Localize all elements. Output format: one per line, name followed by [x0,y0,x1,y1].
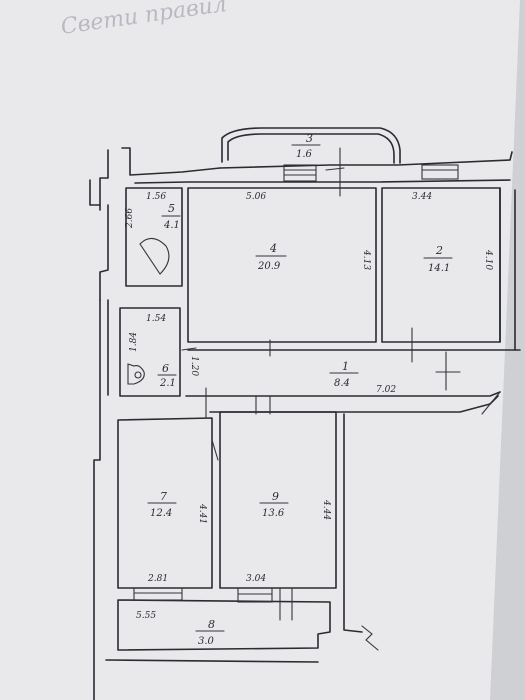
dim-room5-width: 1.56 [146,192,166,202]
room-3-area: 1.6 [296,149,313,160]
room-9-number: 9 [272,490,279,503]
room-6-number: 6 [162,362,169,375]
toilet-icon [127,363,145,385]
dim-room9-width: 3.04 [246,574,266,584]
dim-room2-height: 4.10 [483,249,493,270]
room-2-number: 2 [435,244,443,257]
room-2-area: 14.1 [428,263,450,274]
room-4-number: 4 [269,242,277,255]
door-swing-arc [139,237,170,275]
room-8-number: 8 [208,618,215,631]
room-1-area: 8.4 [334,378,350,389]
room-5-number: 5 [168,202,175,215]
room-3-number: 3 [306,132,313,145]
dim-room6-height: 1.84 [129,332,139,352]
room-5-area: 4.1 [163,220,180,231]
room-6-area: 2.1 [159,378,176,389]
dimension-labels: 5.06 4.13 3.44 4.10 1.56 2.66 1.54 1.84 … [125,192,493,621]
room-7-number: 7 [160,490,167,503]
dim-room4-width: 5.06 [246,192,266,202]
fixtures [127,237,170,385]
walls [89,127,521,700]
room-labels: 3 1.6 4 20.9 2 14.1 5 4.1 6 2.1 1 8.4 7 … [147,132,453,647]
room-1-number: 1 [342,360,349,373]
room-8-area: 3.0 [198,636,215,647]
room-9-area: 13.6 [262,508,285,519]
dim-room7-height: 4.41 [197,503,207,524]
dim-corridor-length: 7.02 [376,385,396,395]
dim-room4-height: 4.13 [361,249,371,270]
room-4-area: 20.9 [257,261,281,272]
dim-room5-height: 2.66 [125,208,135,229]
dim-room8-width: 5.55 [136,611,156,621]
dim-room6-side: 1.20 [189,356,199,376]
dim-room7-width: 2.81 [147,574,168,584]
openings [133,147,461,621]
dim-room2-width: 3.44 [412,192,432,202]
dim-room9-height: 4.44 [321,499,331,520]
room-7-area: 12.4 [150,508,172,519]
dim-room6-width: 1.54 [146,314,166,324]
